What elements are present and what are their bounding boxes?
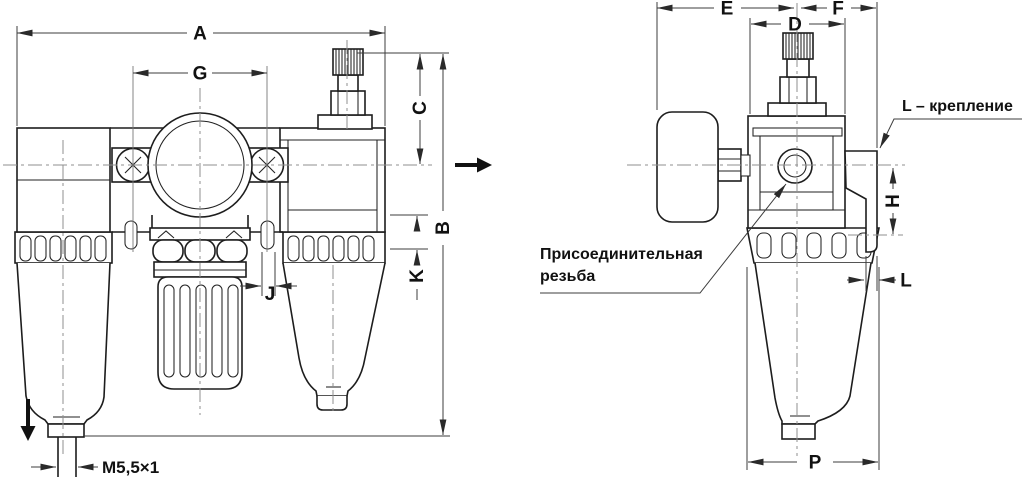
dim-label-f: F xyxy=(832,0,844,20)
dim-p: P xyxy=(746,267,880,474)
lubricator-rib-band xyxy=(282,231,386,264)
side-cap-knurling xyxy=(785,33,811,59)
side-bowl xyxy=(754,262,872,440)
clamp-slot-right xyxy=(260,220,275,250)
lubricator-bowl xyxy=(282,262,386,411)
dim-label-k: K xyxy=(407,269,428,283)
dim-e: E xyxy=(656,0,794,110)
dim-label-g: G xyxy=(193,64,208,85)
dim-g: G xyxy=(132,64,268,252)
filter-rib-band xyxy=(14,231,113,264)
thread-note-line2: резьба xyxy=(540,268,595,285)
centerlines xyxy=(3,3,905,458)
dim-label-d: D xyxy=(788,15,802,36)
dim-drain-thread: M5,5×1 xyxy=(31,458,159,477)
dim-f: F xyxy=(801,0,878,148)
dim-label-l: L xyxy=(900,271,912,292)
dim-label-h: H xyxy=(883,194,904,208)
bracket-note-label: L – крепление xyxy=(902,98,1013,115)
dim-k: K xyxy=(390,214,428,300)
pressure-gauge xyxy=(656,111,751,223)
side-knob xyxy=(767,32,827,117)
cap-knurling xyxy=(335,49,361,75)
dim-a: A xyxy=(16,24,386,126)
flow-out-right-icon xyxy=(455,157,492,173)
dim-c: C xyxy=(410,54,431,164)
side-view xyxy=(656,32,880,440)
dim-d: D xyxy=(749,15,846,114)
dim-h: H xyxy=(883,168,904,234)
dim-j: J xyxy=(240,252,297,305)
dim-b: B xyxy=(84,54,454,437)
knob-ribs xyxy=(163,284,239,378)
dim-label-j: J xyxy=(265,284,276,305)
dim-label-a: A xyxy=(193,24,207,45)
dim-label-p: P xyxy=(809,453,822,474)
lubricator-fill-cap xyxy=(317,48,373,130)
clamp-slot-left xyxy=(124,220,138,250)
bracket-note: L – крепление xyxy=(879,98,1022,149)
thread-note-line1: Присоединительная xyxy=(540,246,703,263)
side-rib-band xyxy=(746,227,880,264)
flow-out-down-icon xyxy=(20,399,36,441)
dim-label-b: B xyxy=(433,221,454,235)
lubricator-body xyxy=(279,127,386,233)
thread-note: Присоединительная резьба xyxy=(540,183,787,294)
drain-thread-label: M5,5×1 xyxy=(102,458,159,477)
dim-label-e: E xyxy=(721,0,734,20)
dim-label-c: C xyxy=(410,101,431,115)
dim-l: L xyxy=(847,256,912,292)
mounting-bracket xyxy=(844,150,878,253)
